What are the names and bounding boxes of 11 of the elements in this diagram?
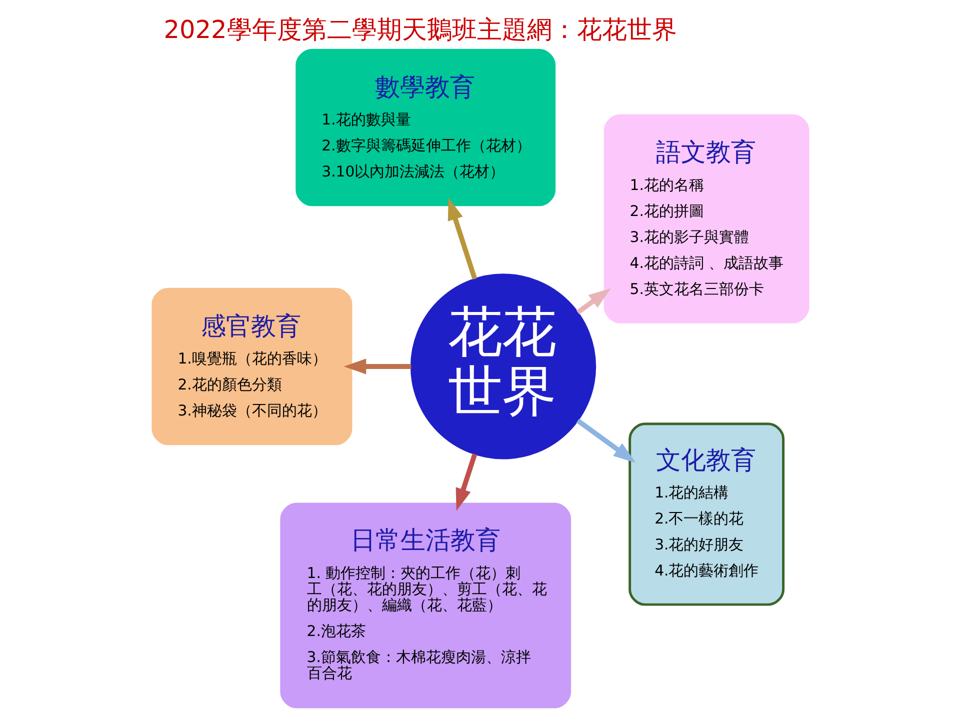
node-box: 感官教育 1.嗅覺瓶（花的香味） 2.花的顏色分類 3.神秘袋（不同的花） xyxy=(151,288,352,446)
node-box: 數學教育 1.花的數與量 2.數字與籌碼延伸工作（花材） 3.10以內加法減法（花材） xyxy=(295,48,556,206)
arrow xyxy=(576,288,610,314)
arrow xyxy=(576,418,636,463)
arrow xyxy=(455,453,477,511)
node-box: 文化教育 1.花的結構 2.不一樣的花 3.花的好朋友 4.花的藝術創作 xyxy=(628,422,784,606)
arrow xyxy=(343,358,411,374)
node-box: 語文教育 1.花的名稱 2.花的拼圖 3.花的影子與實體 4.花的詩詞 、成語故事 5.英文花名三部份卡 xyxy=(603,114,809,324)
arrow xyxy=(447,198,477,280)
diagram-title: 2022學年度第二學期天鵝班主題網：花花世界 xyxy=(163,14,676,44)
node-box: 日常生活教育 1. 動作控制：夾的工作（花）刺工（花、花的朋友）、剪工（花、花的朋友）、編織（花、花藍） 2.泡花茶 3.節氣飲食：木棉花瘦肉湯、涼拌百合花 xyxy=(280,502,571,708)
